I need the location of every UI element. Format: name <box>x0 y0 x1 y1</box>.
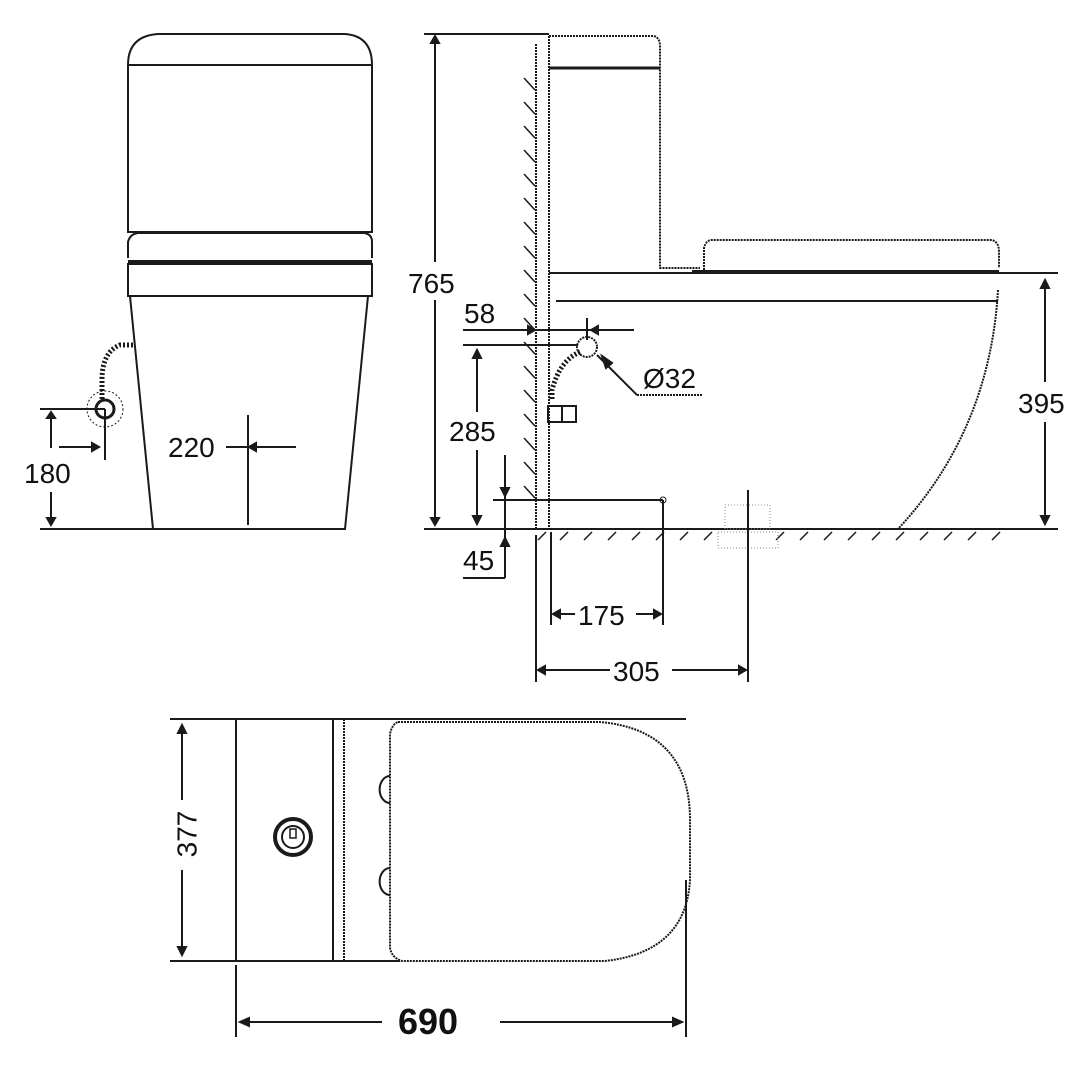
top-view <box>170 718 691 1037</box>
dim-label-floor-connection: 45 <box>463 545 495 576</box>
dim-label-seat-height: 395 <box>1018 388 1065 419</box>
dim-label-inlet-wall-offset: 58 <box>464 298 496 329</box>
dim-label-inlet-height: 285 <box>449 416 496 447</box>
dim-label-total-height: 765 <box>408 268 455 299</box>
dim-label-top-length: 690 <box>398 1001 459 1042</box>
front-view <box>40 33 374 530</box>
dim-label-inlet-diameter: Ø32 <box>643 363 696 394</box>
dim-label-front-inlet-offset: 220 <box>168 432 215 463</box>
dim-label-inlet-horizontal: 175 <box>578 600 625 631</box>
dim-label-top-width: 377 <box>171 810 203 858</box>
dim-label-rough-in: 305 <box>613 656 660 687</box>
side-view <box>424 33 1058 682</box>
dim-label-front-inlet-height: 180 <box>24 458 71 489</box>
